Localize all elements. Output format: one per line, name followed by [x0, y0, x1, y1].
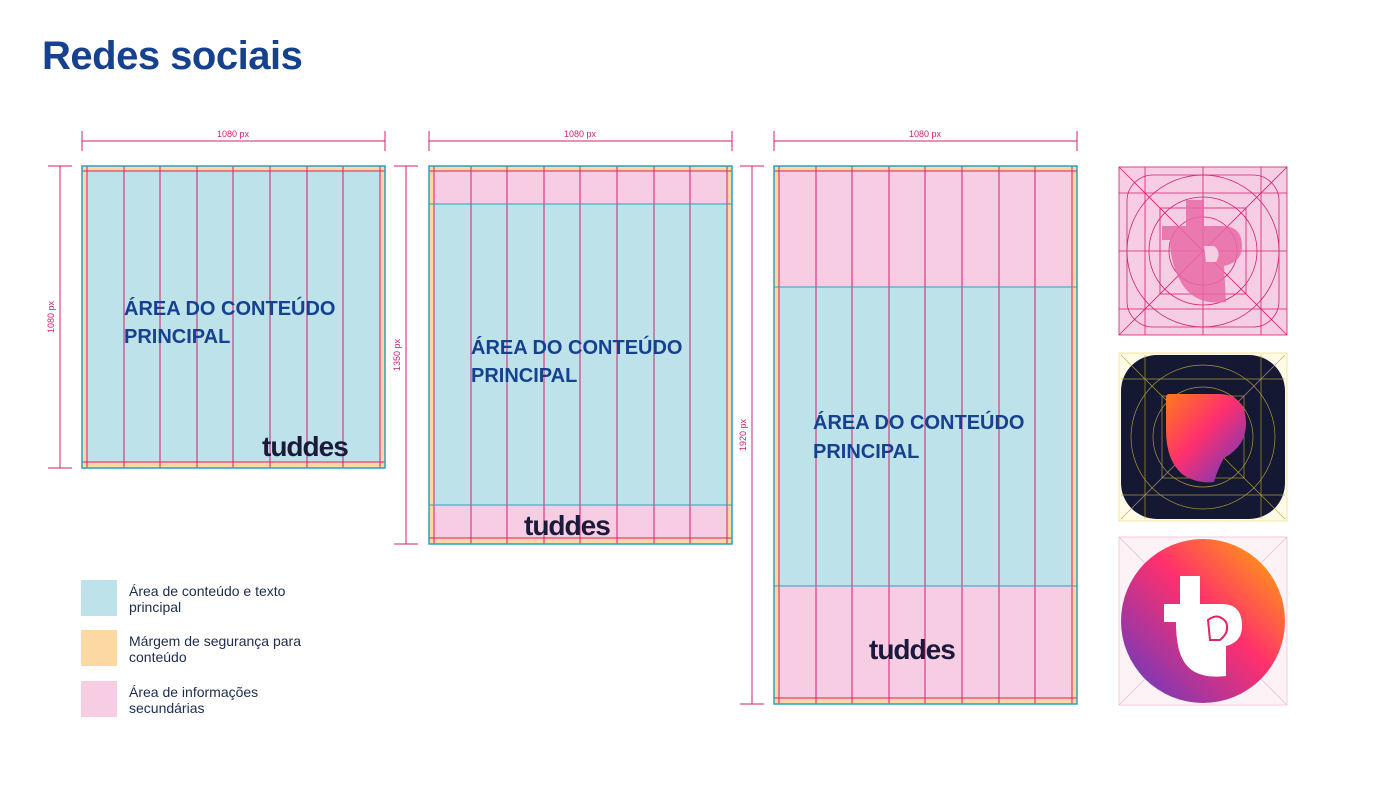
tuddes-t-icon [1164, 576, 1242, 677]
width-label: 1080 px [909, 129, 942, 139]
legend-swatch [81, 630, 117, 666]
heart-icon [1166, 394, 1246, 483]
height-dimension [394, 165, 418, 545]
main-area-label-line-1: ÁREA DO CONTEÚDO [471, 335, 682, 359]
main-area-label: ÁREA DO CONTEÚDO PRINCIPAL [471, 335, 688, 387]
main-area-label-line-2: PRINCIPAL [813, 441, 919, 463]
artboard-border [428, 165, 733, 545]
main-area-label: ÁREA DO CONTEÚDO PRINCIPAL [124, 296, 341, 348]
row-guides [429, 203, 732, 506]
app-icon-circle-gradient [1118, 536, 1288, 706]
tuddes-mark-icon [1162, 200, 1242, 303]
column-guides [429, 166, 732, 544]
page-title: Redes sociais [42, 34, 303, 78]
height-label: 1350 px [392, 338, 402, 371]
legend-swatch [81, 681, 117, 717]
main-area-label-line-1: ÁREA DO CONTEÚDO [124, 296, 335, 320]
width-label: 1080 px [217, 129, 250, 139]
main-area-label-line-1: ÁREA DO CONTEÚDO [813, 410, 1024, 434]
app-icon-construction-grid [1118, 166, 1288, 336]
column-guides [774, 166, 1077, 704]
width-dimension [428, 131, 733, 151]
row-guides [774, 286, 1077, 587]
artboard-story: 1080 px 1920 px ÁR [738, 129, 1078, 705]
tuddes-logo: tuddes [262, 431, 348, 462]
legend-label: Márgem de segurança para conteúdo [129, 633, 301, 665]
legend-item-safety-margin: Márgem de segurança para conteúdo [81, 630, 329, 666]
artboard-border [81, 165, 386, 469]
legend-label: Área de conteúdo e texto principal [129, 583, 286, 615]
tuddes-logo: tuddes [869, 634, 955, 665]
width-dimension [773, 131, 1078, 151]
height-dimension [740, 165, 764, 705]
main-area-label-line-2: PRINCIPAL [471, 365, 577, 387]
main-area-label-line-2: PRINCIPAL [124, 326, 230, 348]
height-label: 1920 px [738, 418, 748, 451]
app-icon-dark-heart [1118, 352, 1288, 522]
tuddes-logo: tuddes [524, 510, 610, 541]
column-guides [82, 166, 385, 468]
legend-item-main-content: Área de conteúdo e texto principal [81, 580, 329, 616]
artboard-border [773, 165, 1078, 705]
artboard-square: 1080 px 1080 px ÁREA DO CONTEÚDO PRI [46, 129, 386, 469]
width-dimension [81, 131, 386, 151]
height-label: 1080 px [46, 300, 56, 333]
width-label: 1080 px [564, 129, 597, 139]
legend-label: Área de informações secundárias [129, 684, 259, 716]
height-dimension [48, 165, 72, 469]
main-area-label: ÁREA DO CONTEÚDO PRINCIPAL [813, 410, 1030, 463]
legend-item-secondary-info: Área de informações secundárias [81, 681, 329, 717]
artboard-portrait: 1080 px 1350 px ÁR [392, 129, 733, 545]
legend-swatch [81, 580, 117, 616]
